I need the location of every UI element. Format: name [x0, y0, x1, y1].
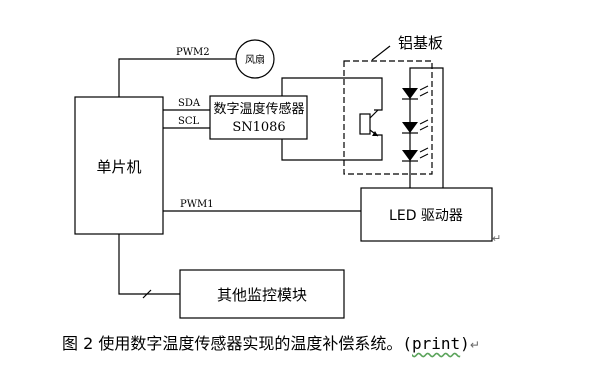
- led-driver-label: LED 驱动器: [389, 208, 463, 224]
- transistor-arrow: [372, 131, 378, 136]
- sensor-wire-top: [281, 77, 383, 111]
- bus-slash: [142, 289, 152, 299]
- caption-print-word: print: [412, 334, 461, 353]
- mcu-label: 单片机: [96, 158, 141, 176]
- led-string-wire: [409, 67, 444, 188]
- pwm2-line: [118, 58, 236, 97]
- aluminum-substrate-box: [343, 60, 433, 175]
- sda-label: SDA: [178, 98, 201, 109]
- other-monitor-label: 其他监控模块: [217, 286, 307, 304]
- sensor-label-line1: 数字温度传感器: [213, 101, 304, 117]
- scl-label: SCL: [178, 116, 200, 127]
- caption-text: 图 2 使用数字温度传感器实现的温度补偿系统。: [62, 334, 403, 353]
- caption-paren-close: ): [460, 334, 470, 353]
- led-driver-box: [360, 187, 493, 242]
- led-2-icon: [402, 122, 418, 133]
- transistor-body: [359, 113, 371, 135]
- aluminum-label: 铝基板: [398, 34, 443, 52]
- led-1-icon: [402, 88, 418, 99]
- sensor-wire-bottom: [281, 134, 383, 161]
- sensor-box: [209, 95, 308, 140]
- pwm2-label: PWM2: [176, 47, 210, 58]
- caption-paren-open: (: [402, 334, 412, 353]
- figure-caption: 图 2 使用数字温度传感器实现的温度补偿系统。(print)↵: [62, 330, 480, 354]
- fan-label: 风扇: [245, 53, 265, 66]
- caption-paragraph-mark: ↵: [469, 338, 480, 352]
- aluminum-pointer: [371, 45, 391, 61]
- transistor-lead-top: [369, 109, 379, 119]
- led-3-icon: [402, 150, 418, 161]
- sensor-label-line2: SN1086: [232, 120, 285, 135]
- monitor-bus-line: [118, 234, 180, 295]
- diagram-paragraph-mark: ↵: [492, 232, 501, 245]
- pwm1-label: PWM1: [180, 199, 214, 210]
